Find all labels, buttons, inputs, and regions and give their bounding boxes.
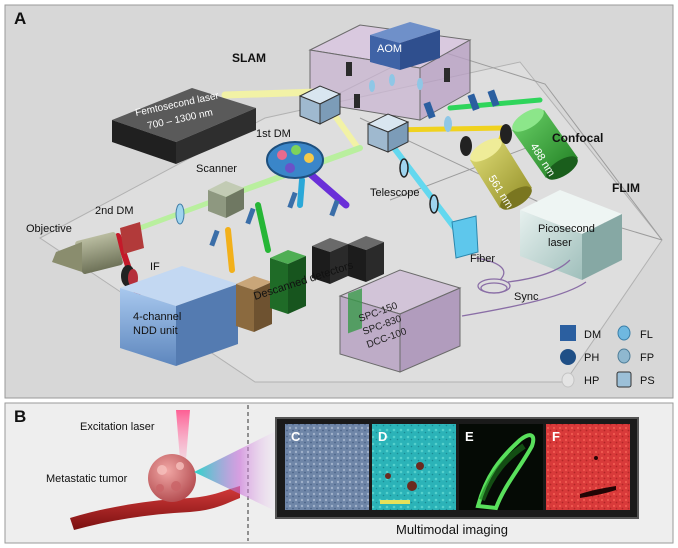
legend-ph-label: PH (584, 352, 599, 364)
pico-label-line1: Picosecond (538, 223, 595, 235)
confocal-optics (423, 89, 512, 156)
confocal-label: Confocal (552, 131, 603, 145)
scanner (208, 181, 244, 218)
objective (52, 232, 123, 274)
laser-561 (470, 138, 532, 210)
aom-label: AOM (377, 43, 402, 55)
circle-icon (560, 349, 576, 365)
scanner-label: Scanner (196, 163, 237, 175)
excitation-beam (176, 410, 190, 460)
second-dm (120, 222, 144, 254)
telescope-label: Telescope (370, 187, 420, 199)
detector-black-2 (348, 236, 384, 282)
laser-488 (512, 108, 578, 180)
pico-label-line2: laser (548, 237, 572, 249)
first-dm-label: 1st DM (256, 128, 291, 140)
cube-splitter-2 (366, 113, 410, 153)
tumor (148, 454, 196, 502)
blood-vessel (70, 486, 240, 530)
second-dm-label: 2nd DM (95, 205, 134, 217)
hp-icon (561, 372, 575, 388)
legend-dm-label: DM (584, 329, 601, 341)
prism-icon (616, 371, 632, 388)
image-c (285, 424, 369, 510)
ndd-unit (120, 266, 238, 366)
if-filters (121, 265, 138, 287)
image-e (459, 424, 543, 511)
ndd-label-line1: 4-channel (133, 311, 181, 323)
legend: DM FL PH FP HP PS (560, 325, 655, 388)
emission-cone (194, 426, 286, 516)
image-d (372, 424, 456, 510)
ndd-label-line2: NDD unit (133, 325, 178, 337)
panel-a-letter: A (14, 9, 26, 28)
slam-label: SLAM (232, 51, 266, 65)
spc-electronics (338, 269, 462, 373)
image-f (546, 424, 630, 510)
if-label: IF (150, 261, 160, 273)
panel-b-letter: B (14, 407, 26, 426)
detector-green (270, 250, 306, 314)
detector-mirrors (209, 191, 340, 247)
objective-label: Objective (26, 223, 72, 235)
detector-black-1 (312, 238, 348, 284)
flim-label: FLIM (612, 181, 640, 195)
legend-hp-label: HP (584, 375, 599, 387)
cube-splitter-1 (298, 85, 342, 125)
legend-fp-label: FP (640, 352, 654, 364)
image-e-letter: E (465, 429, 474, 444)
femtosecond-laser (112, 88, 256, 164)
sync-label: Sync (514, 291, 539, 303)
telescope-lenses (399, 158, 439, 214)
excitation-label: Excitation laser (80, 421, 155, 433)
fiber-coupler (451, 215, 479, 259)
tumor-label: Metastatic tumor (46, 473, 128, 485)
legend-fl-label: FL (640, 329, 653, 341)
multimodal-caption: Multimodal imaging (396, 522, 508, 537)
image-f-letter: F (552, 429, 560, 444)
legend-ps-label: PS (640, 375, 655, 387)
fiber-label: Fiber (470, 253, 495, 265)
image-c-letter: C (291, 429, 301, 444)
square-icon (560, 325, 576, 341)
slam-mirrors (346, 62, 450, 108)
filter-wheel-slots (277, 145, 314, 173)
detector-brown (236, 276, 272, 332)
scan-lens (175, 203, 185, 225)
lens-icon (617, 325, 631, 341)
fiber-coil (475, 257, 571, 294)
aom-block (370, 22, 440, 70)
image-d-letter: D (378, 429, 387, 444)
filter-lens-icon (617, 348, 631, 364)
sync-cable (461, 281, 587, 317)
